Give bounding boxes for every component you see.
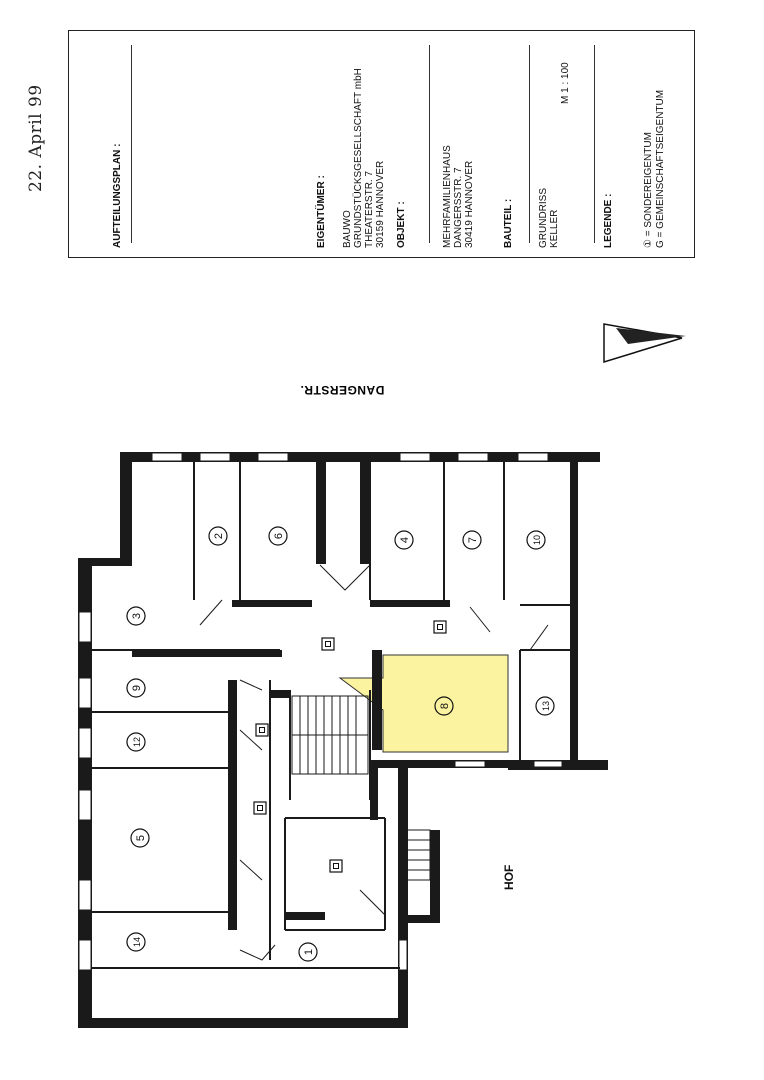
room-number-4: 4 [394,530,414,550]
room-number-text: 7 [467,537,479,543]
window [78,677,92,709]
window [457,452,489,462]
window [399,452,431,462]
legend-box [68,30,695,258]
room-number-5: 5 [130,828,150,848]
room-number-text: 6 [273,533,285,539]
room-number-text: 13 [541,701,551,711]
room-number-7: 7 [462,530,482,550]
door-swing [319,564,371,591]
wall [78,558,132,566]
staircase [401,829,431,881]
window [78,611,92,643]
door-swing [239,679,263,691]
window [78,939,92,971]
room-number-12: 12 [126,732,146,752]
room-number-text: 12 [132,737,142,747]
legend-divider [429,45,430,243]
room-number-1: 1 [298,942,318,962]
door-swing [239,944,276,961]
common-area-marker [329,859,343,873]
legend-divider [594,45,595,243]
legend-divider [131,45,132,243]
common-area-marker [255,723,269,737]
window [78,727,92,759]
wall [360,462,370,564]
room-number-13: 13 [535,696,555,716]
wall [270,690,290,698]
room-number-3: 3 [126,606,146,626]
wall [570,452,578,768]
wall [370,760,378,820]
wall [372,650,382,750]
room-number-text: 8 [439,703,451,709]
window [78,879,92,911]
wall [132,650,282,657]
wall [285,912,325,920]
wall [398,760,510,768]
window [517,452,549,462]
door-swing [239,729,263,751]
door-swing [469,606,491,633]
window [199,452,231,462]
wall [570,452,600,462]
room-number-text: 3 [131,613,143,619]
room-number-10: 10 [526,530,546,550]
unit-8-highlight [338,654,509,753]
wall [316,462,326,564]
legend-divider [529,45,530,243]
north-arrow-icon [603,323,686,364]
wall [232,600,312,607]
window [533,760,563,768]
room-number-text: 9 [131,685,143,691]
window [398,939,408,971]
wall [398,915,440,923]
wall [430,830,440,920]
common-area-marker [433,620,447,634]
wall [78,1018,408,1028]
room-number-2: 2 [208,526,228,546]
door-swing [529,624,549,651]
common-markers [253,620,447,873]
room-number-text: 1 [303,949,315,955]
wall [370,600,450,607]
wall [398,760,408,1028]
room-number-9: 9 [126,678,146,698]
wall [370,760,398,768]
room-number-14: 14 [126,932,146,952]
window [78,789,92,821]
common-area-marker [321,637,335,651]
door-swing [239,859,263,881]
window [151,452,183,462]
room-number-6: 6 [268,526,288,546]
door-swing [199,599,223,626]
room-number-text: 14 [132,937,142,947]
wall [228,680,236,930]
room-number-text: 4 [399,537,411,543]
wall [120,452,600,462]
window [454,760,486,768]
room-number-8: 8 [434,696,454,716]
room-number-text: 2 [213,533,225,539]
room-number-text: 10 [532,535,542,545]
common-area-marker [253,801,267,815]
wall [120,452,132,562]
door-swing [359,889,386,916]
room-number-text: 5 [135,835,147,841]
window [257,452,289,462]
